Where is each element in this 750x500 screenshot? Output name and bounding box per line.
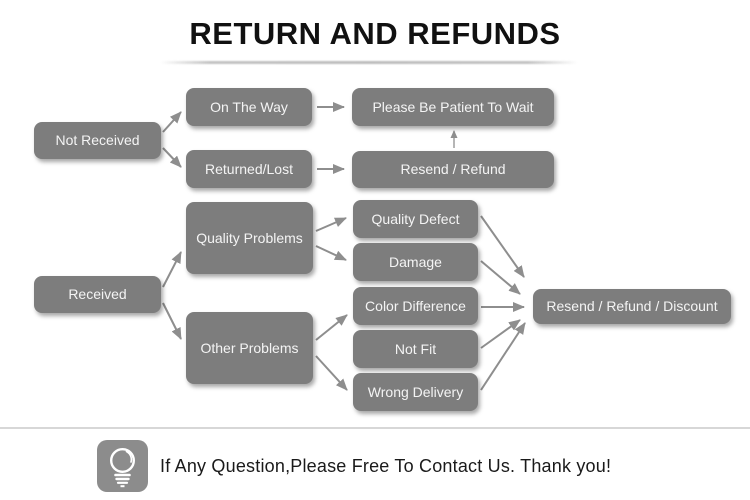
- node-resend-refund-discount: Resend / Refund / Discount: [533, 289, 731, 324]
- arrow-quality-defect-to-discount: [480, 215, 525, 278]
- arrow-not-received-to-returned-lost: [162, 147, 182, 168]
- lightbulb-icon: [97, 440, 148, 492]
- title-underline: [160, 61, 578, 64]
- node-returned-lost: Returned/Lost: [186, 150, 312, 188]
- footer-message: If Any Question,Please Free To Contact U…: [160, 455, 612, 476]
- arrow-damage-to-discount: [480, 260, 521, 295]
- arrow-not-received-to-on-the-way: [162, 111, 182, 133]
- arrow-quality-problems-to-damage: [315, 245, 347, 261]
- page-title: RETURN AND REFUNDS: [189, 16, 561, 51]
- node-received: Received: [34, 276, 161, 313]
- arrow-received-to-other-problems: [162, 302, 182, 340]
- node-quality-defect: Quality Defect: [353, 200, 478, 238]
- arrow-quality-problems-to-quality-defect: [315, 217, 347, 232]
- node-damage: Damage: [353, 243, 478, 281]
- arrow-other-problems-to-color-difference: [315, 314, 348, 341]
- node-quality-problems: Quality Problems: [186, 202, 313, 274]
- footer-divider: [0, 427, 750, 429]
- node-color-difference: Color Difference: [353, 287, 478, 325]
- node-other-problems: Other Problems: [186, 312, 313, 384]
- arrow-other-problems-to-wrong-delivery: [315, 355, 348, 391]
- arrow-wrong-delivery-to-discount: [480, 322, 526, 391]
- node-please-be-patient: Please Be Patient To Wait: [352, 88, 554, 126]
- node-wrong-delivery: Wrong Delivery: [353, 373, 478, 411]
- arrow-not-fit-to-discount: [480, 319, 521, 349]
- node-not-fit: Not Fit: [353, 330, 478, 368]
- footer: If Any Question,Please Free To Contact U…: [97, 440, 611, 492]
- node-on-the-way: On The Way: [186, 88, 312, 126]
- arrow-received-to-quality-problems: [162, 251, 182, 288]
- node-not-received: Not Received: [34, 122, 161, 159]
- node-resend-refund: Resend / Refund: [352, 151, 554, 188]
